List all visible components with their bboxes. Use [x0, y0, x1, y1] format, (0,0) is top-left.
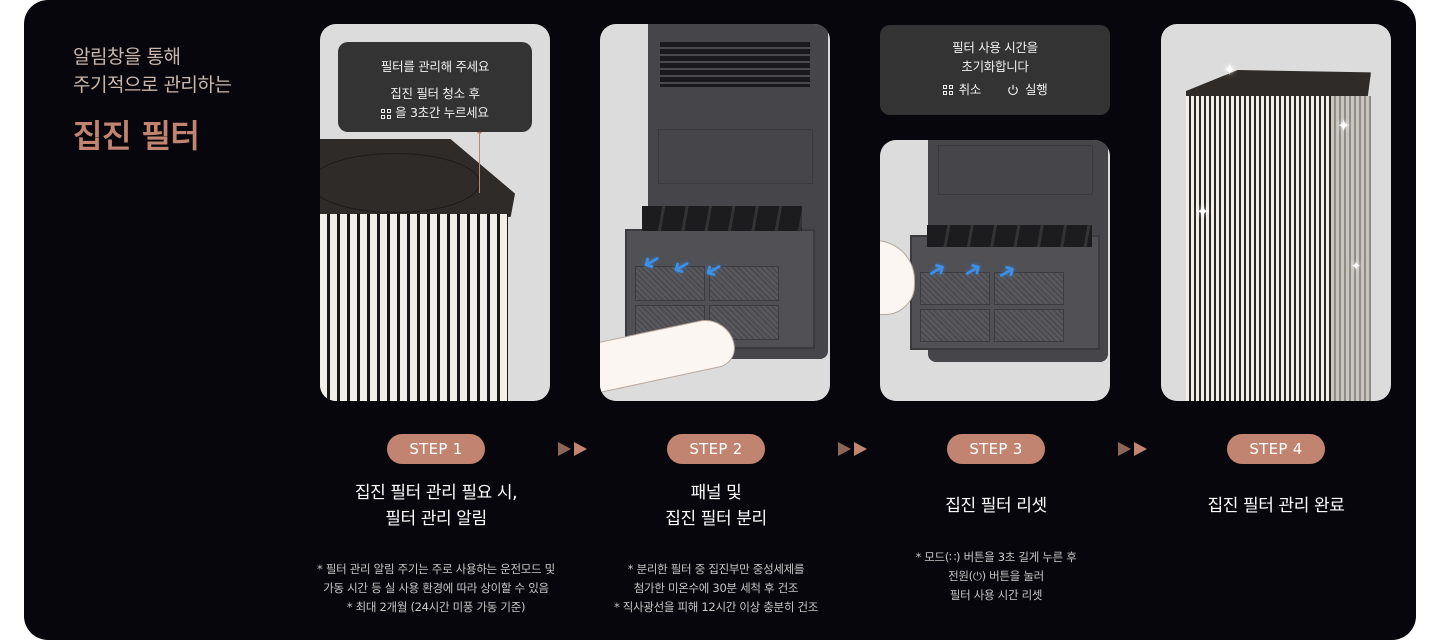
sparkle-icon: ✦ — [1196, 202, 1210, 221]
cancel-action: 취소 — [942, 80, 981, 99]
notice-line: 필터를 관리해 주세요 — [380, 59, 490, 74]
step-2: STEP 2 패널 및 집진 필터 분리 * 분리한 필터 중 집진부만 중성세… — [566, 434, 866, 617]
dust-filter-cell — [709, 266, 779, 301]
notice-pointer-line — [479, 131, 480, 193]
purifier-panel — [938, 145, 1093, 195]
step-badge: STEP 4 — [1227, 434, 1325, 464]
step-title: 집진 필터 리셋 — [945, 496, 1047, 516]
run-action: 실행 — [1007, 80, 1048, 99]
sparkle-icon: ✦ — [1337, 116, 1351, 135]
intro-title: 집진 필터 — [73, 117, 200, 155]
sparkle-icon: ✦ — [1351, 259, 1362, 273]
step-badge: STEP 2 — [667, 434, 765, 464]
step3-image: ➜ ➜ ➜ — [880, 140, 1110, 401]
notice-line: 필터 사용 시간을 — [952, 40, 1038, 55]
step2-image: ➜ ➜ ➜ — [600, 24, 830, 401]
step-title: 집진 필터 관리 필요 시, 필터 관리 알림 — [354, 483, 518, 529]
mode-button-icon — [381, 108, 392, 119]
step-4: STEP 4 집진 필터 관리 완료 — [1126, 434, 1426, 519]
filter-drawer — [910, 225, 1100, 350]
purifier-top-cap — [320, 139, 515, 217]
step4-image: ✦ ✦ ✦ ✦ — [1161, 24, 1391, 401]
carbon-filter — [927, 225, 1092, 247]
dust-filter-cell — [920, 309, 990, 342]
step-title: 집진 필터 관리 완료 — [1207, 496, 1345, 516]
next-arrows-icon — [558, 442, 587, 456]
purifier-vent — [660, 42, 810, 87]
purifier-panel — [658, 129, 813, 184]
step-1: STEP 1 집진 필터 관리 필요 시, 필터 관리 알림 * 필터 관리 알… — [286, 434, 586, 617]
mode-button-icon — [942, 84, 953, 95]
step-note: * 필터 관리 알림 주기는 주로 사용하는 운전모드 및 가동 시간 등 실 … — [317, 562, 555, 614]
purifier-top-dial — [320, 153, 480, 213]
next-arrows-icon — [1118, 442, 1147, 456]
filter-alert-notice: 필터를 관리해 주세요 집진 필터 청소 후 을 3초간 누르세요 — [338, 42, 532, 132]
notice-line: 초기화합니다 — [961, 59, 1029, 74]
step-3: STEP 3 집진 필터 리셋 * 모드(∷) 버튼을 3초 길게 누른 후 전… — [846, 434, 1146, 605]
step-title: 패널 및 집진 필터 분리 — [665, 483, 767, 529]
next-arrows-icon — [838, 442, 867, 456]
power-icon — [1008, 84, 1018, 95]
purifier-grille-front — [1186, 96, 1331, 401]
notice-line: 을 3초간 누르세요 — [338, 103, 532, 122]
carbon-filter — [642, 206, 802, 231]
step-note: * 모드(∷) 버튼을 3초 길게 누른 후 전원(⏻) 버튼을 눌러 필터 사… — [915, 550, 1077, 602]
step-badge: STEP 3 — [947, 434, 1045, 464]
intro-subtitle-line: 알림창을 통해 — [73, 46, 181, 68]
step-note: * 분리한 필터 중 집진부만 중성세제를 첨가한 미온수에 30분 세척 후 … — [613, 562, 819, 614]
dust-filter-cell — [994, 272, 1064, 305]
dust-filter-cell — [635, 266, 705, 301]
intro-subtitle-line: 주기적으로 관리하는 — [73, 74, 232, 96]
notice-line: 집진 필터 청소 후 — [390, 86, 480, 101]
dust-filter-cell — [920, 272, 990, 305]
step-badge: STEP 1 — [387, 434, 485, 464]
sparkle-icon: ✦ — [1223, 60, 1237, 79]
filter-reset-notice: 필터 사용 시간을 초기화합니다 취소 실행 — [880, 25, 1110, 115]
intro-heading: 알림창을 통해 주기적으로 관리하는 집진 필터 — [73, 43, 232, 157]
purifier-grille-side — [1331, 96, 1371, 401]
hand-illustration — [600, 314, 739, 394]
purifier-grille — [320, 214, 508, 401]
dust-filter-cell — [994, 309, 1064, 342]
